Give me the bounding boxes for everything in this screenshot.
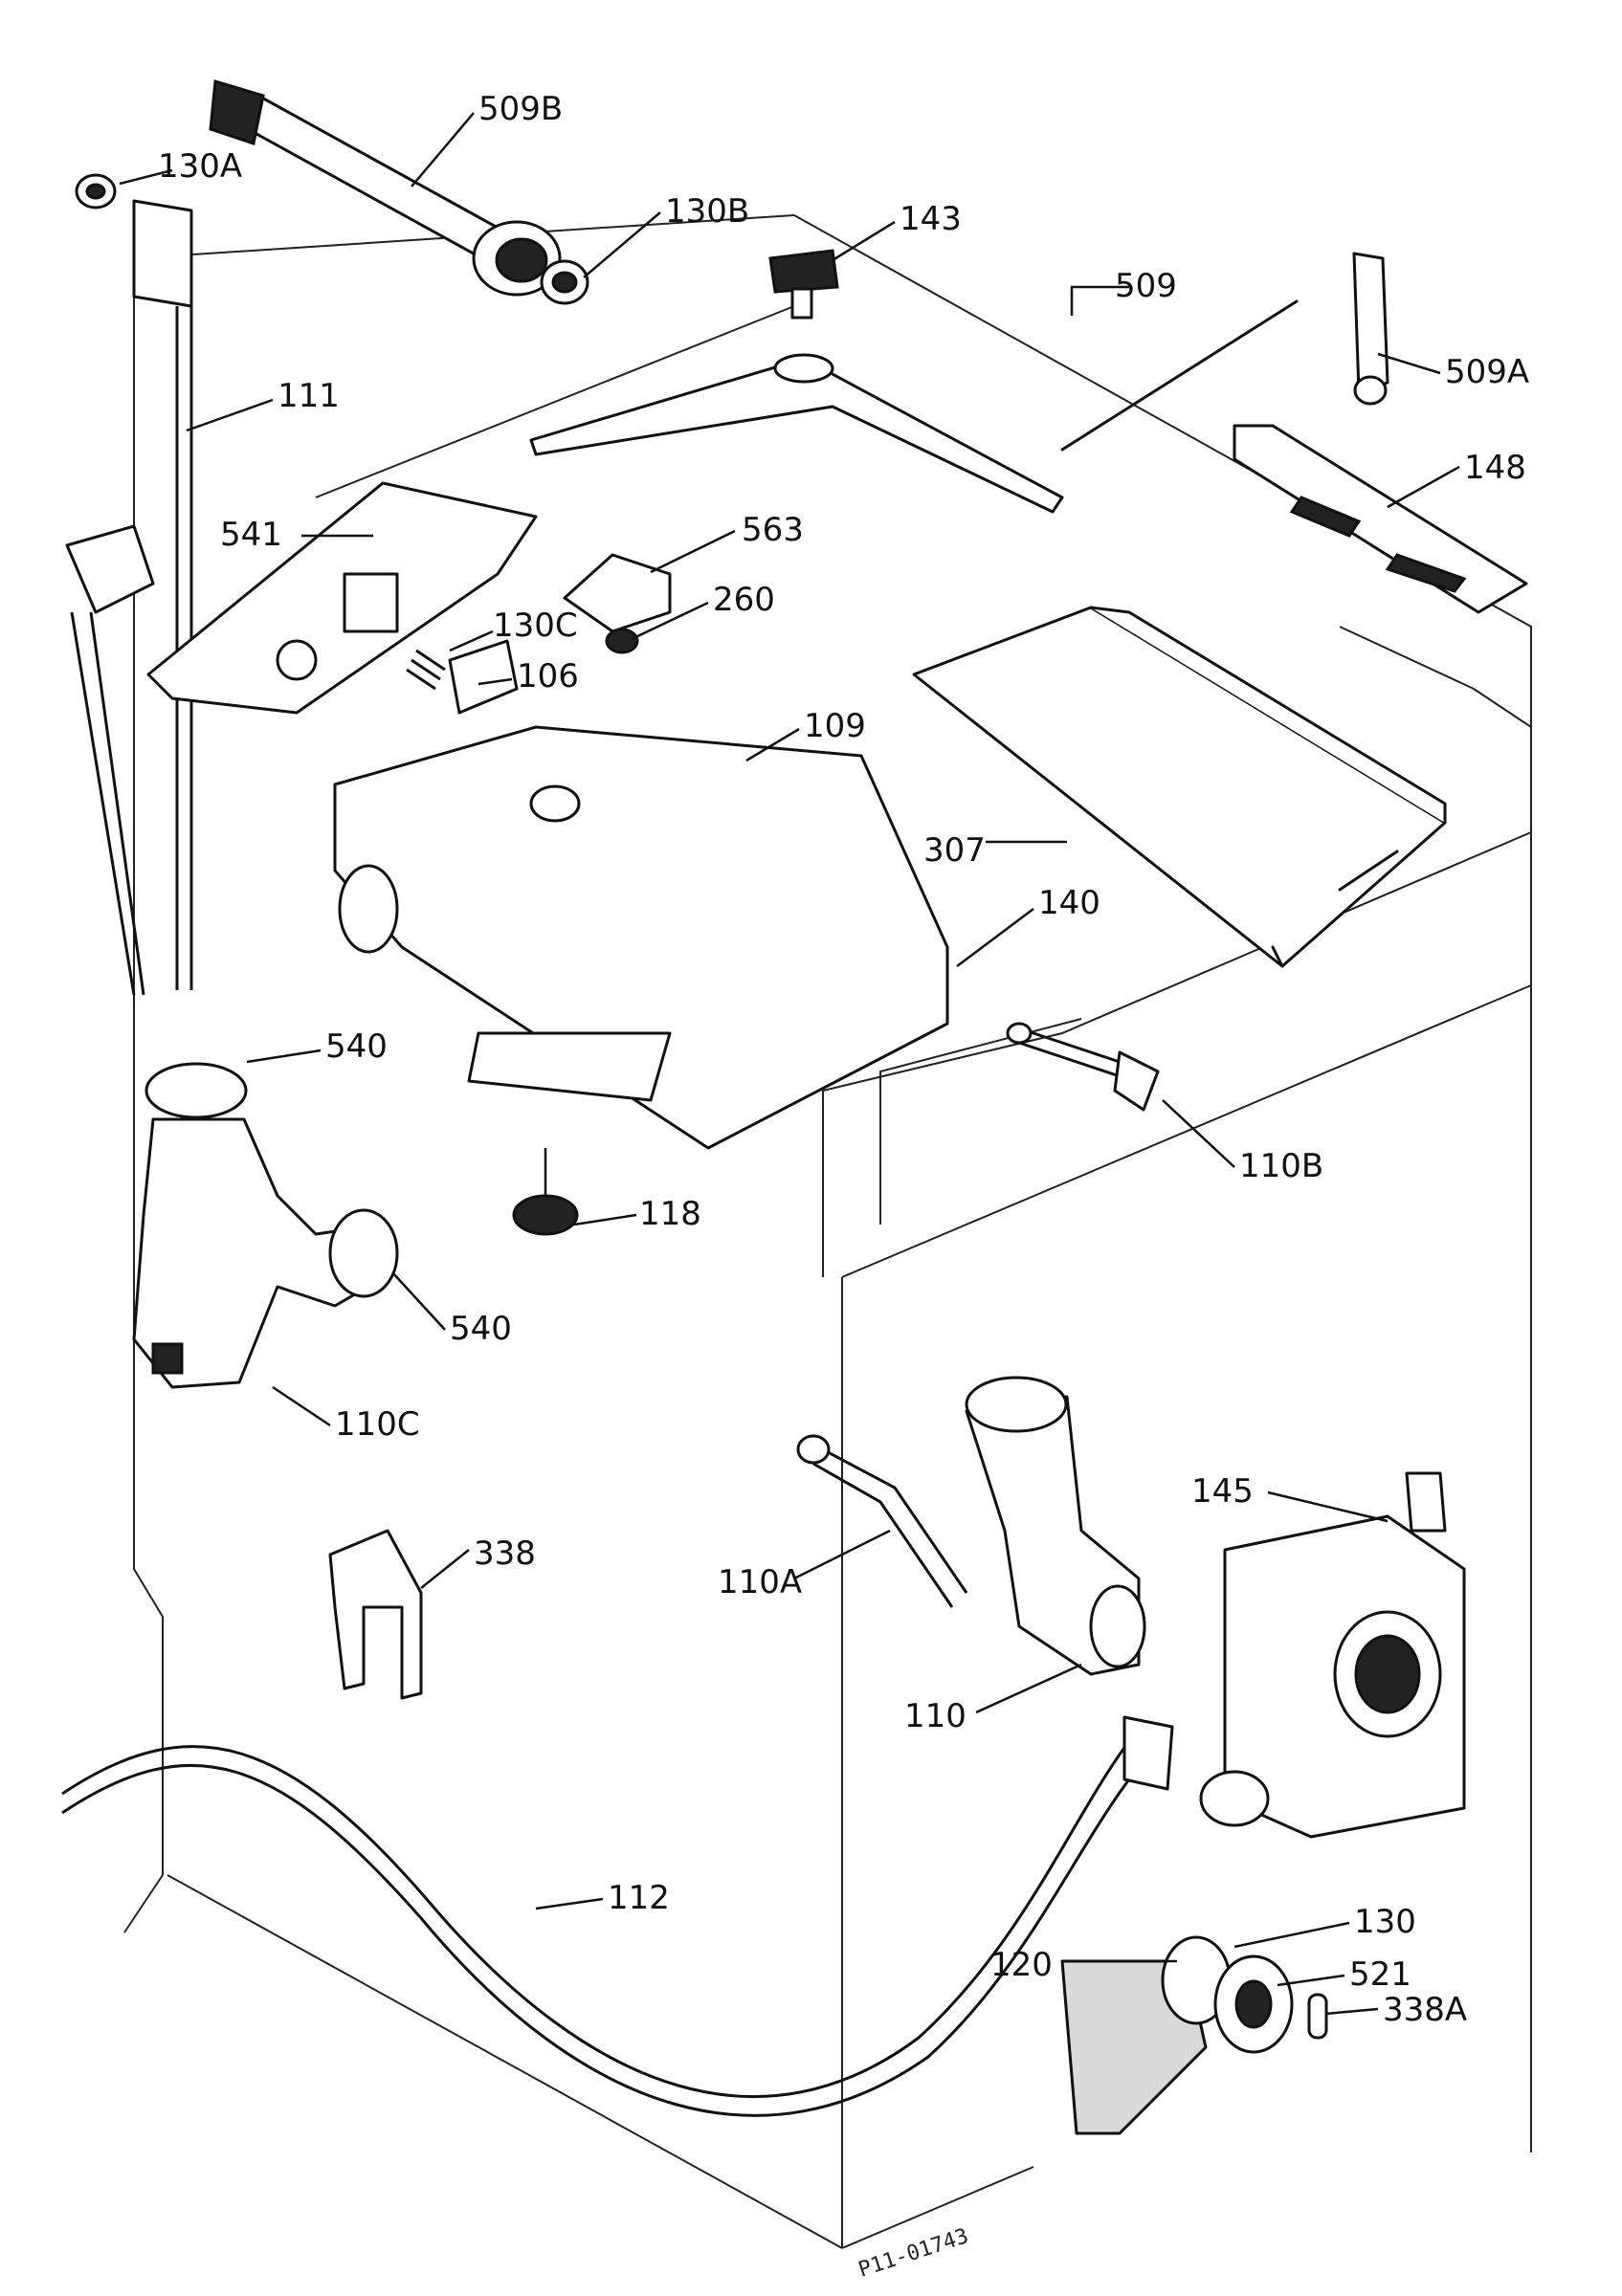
part-130c-shape: [406, 649, 446, 691]
label-521: 521: [1349, 1955, 1411, 1994]
part-521-shape: [1213, 1954, 1294, 2054]
label-540-top: 540: [325, 1027, 388, 1066]
part-148-shape: [1233, 424, 1528, 614]
label-110c: 110C: [335, 1405, 420, 1444]
label-307: 307: [923, 831, 986, 870]
part-130a-shape: [75, 173, 117, 210]
label-148: 148: [1464, 449, 1526, 487]
label-109: 109: [804, 707, 866, 745]
part-260-shape: [605, 628, 639, 654]
label-120: 120: [990, 1946, 1053, 1984]
part-109-shape: [333, 725, 949, 1150]
label-145: 145: [1191, 1472, 1254, 1511]
label-110: 110: [904, 1697, 967, 1735]
label-130b: 130B: [665, 192, 749, 231]
label-130c: 130C: [493, 607, 578, 645]
label-541: 541: [220, 516, 282, 554]
label-563: 563: [742, 511, 804, 549]
label-106: 106: [517, 657, 579, 695]
label-338: 338: [474, 1534, 536, 1573]
part-509b-shape: [209, 79, 562, 297]
part-338a-shape: [1307, 1993, 1328, 2040]
part-110a-shape: [796, 1434, 968, 1608]
leader-lines: [119, 112, 1460, 2016]
part-112-shape: [61, 1715, 1174, 2117]
part-130b-shape: [540, 259, 589, 305]
label-338a: 338A: [1383, 1991, 1467, 2029]
part-541-shape: [146, 481, 538, 715]
drawing-reference: P11-01743: [855, 2224, 971, 2283]
part-509-shape: [529, 299, 1299, 514]
label-509b: 509B: [478, 90, 563, 128]
part-106-shape: [448, 639, 519, 715]
label-260: 260: [713, 581, 775, 619]
part-338-shape: [328, 1529, 423, 1700]
label-143: 143: [900, 200, 962, 238]
part-120-shape: [1060, 1935, 1232, 2135]
part-509a-shape: [1352, 252, 1389, 406]
label-140: 140: [1038, 884, 1100, 922]
part-110c-shape: [132, 1117, 399, 1389]
part-563-shape: [563, 553, 672, 633]
label-130a: 130A: [158, 147, 242, 186]
part-118-shape: [512, 1148, 579, 1236]
label-112: 112: [608, 1879, 670, 1917]
label-111: 111: [278, 377, 340, 415]
part-110-shape: [965, 1376, 1146, 1676]
label-130: 130: [1354, 1903, 1416, 1941]
part-143-shape: [768, 249, 839, 320]
part-307-shape: [912, 606, 1447, 968]
label-118: 118: [639, 1195, 701, 1233]
label-110a: 110A: [718, 1563, 802, 1601]
label-509: 509: [1115, 267, 1177, 305]
cabinet-outline: [123, 214, 1532, 2249]
label-540-bottom: 540: [450, 1310, 512, 1348]
part-111-shape: [65, 199, 193, 996]
part-110b-shape: [1006, 1022, 1160, 1112]
part-540-top-shape: [144, 1062, 248, 1119]
label-110b: 110B: [1239, 1147, 1323, 1185]
callout-labels: 509B 130A 130B 143 509 509A 111 148 541 …: [158, 90, 1529, 2029]
label-509a: 509A: [1445, 353, 1529, 391]
part-145-shape: [1199, 1471, 1466, 1839]
